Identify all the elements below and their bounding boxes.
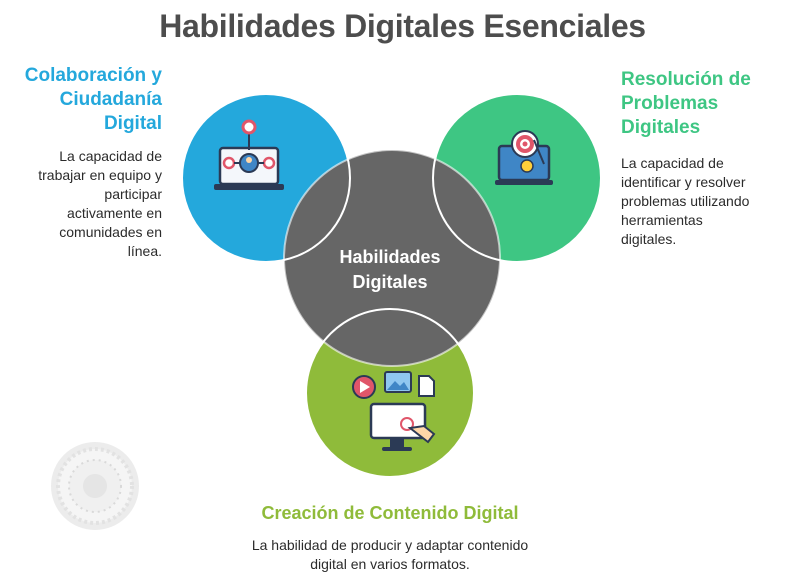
seal-logo-icon	[51, 442, 139, 530]
center-label-line-1: Habilidades	[339, 247, 441, 267]
content-creation-heading: Creación de Contenido Digital	[261, 503, 519, 523]
collaboration-heading: Colaboración y Ciudadanía Digital	[24, 65, 162, 134]
center-label-line-2: Digitales	[352, 272, 428, 292]
center-circle	[284, 150, 500, 366]
problem-solving-description: La capacidad de identificar y resolver p…	[621, 155, 750, 247]
center-label: Habilidades Digitales	[310, 245, 470, 295]
problem-solving-heading: Resolución de Problemas Digitales	[621, 69, 751, 138]
media-creation-icon	[352, 371, 436, 451]
content-creation-description: La habilidad de producir y adaptar conte…	[251, 537, 529, 572]
laptop-network-icon	[214, 119, 284, 190]
page-title: Habilidades Digitales Esenciales	[159, 8, 646, 44]
target-idea-icon	[495, 130, 553, 185]
collaboration-description: La capacidad de trabajar en equipo y par…	[38, 148, 162, 259]
